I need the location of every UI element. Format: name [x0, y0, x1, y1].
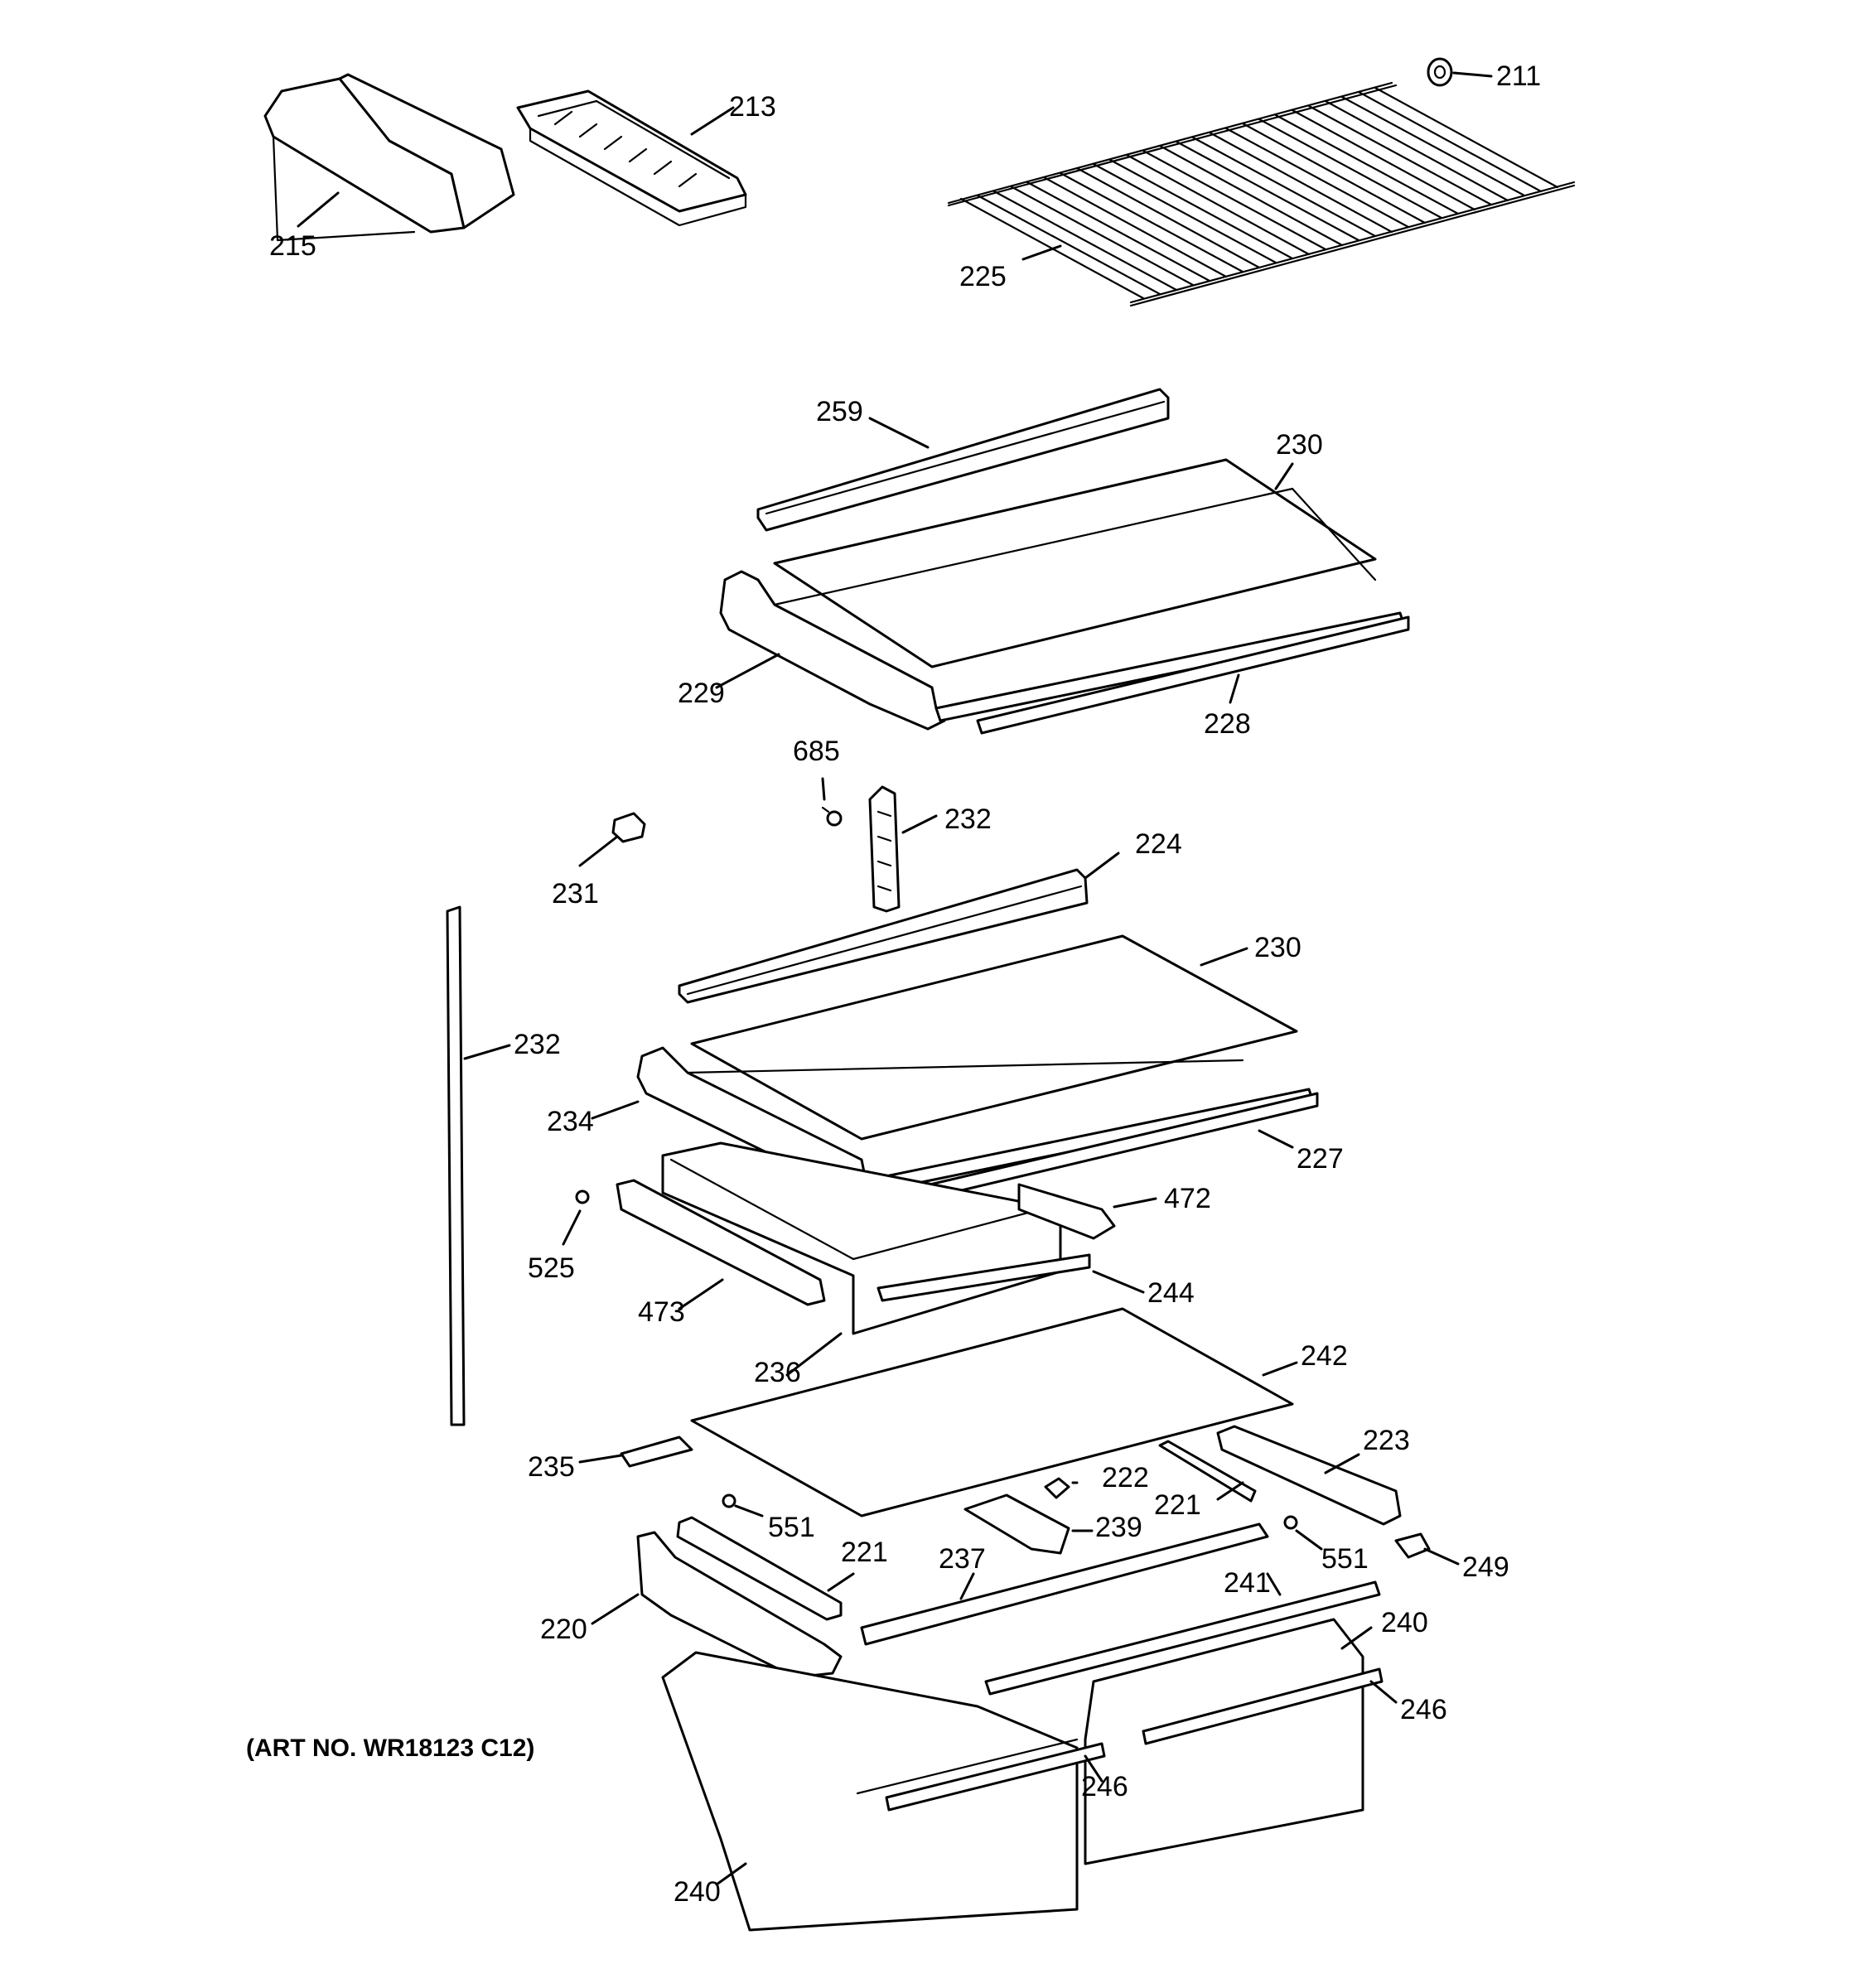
- label-230-upper: 230: [1276, 429, 1323, 461]
- label-246-right: 246: [1400, 1694, 1447, 1725]
- part-221-bracket-right: [1158, 1440, 1257, 1503]
- part-213-ice-tray: [516, 89, 747, 227]
- label-215: 215: [269, 230, 316, 262]
- label-240-right: 240: [1381, 1607, 1428, 1638]
- part-551-screw-left: [722, 1493, 736, 1508]
- label-551-left: 551: [768, 1512, 815, 1543]
- label-232-long: 232: [514, 1029, 561, 1060]
- label-525: 525: [528, 1252, 575, 1284]
- part-551-screw-right: [1283, 1515, 1298, 1530]
- part-230-glass-middle: [690, 934, 1298, 1141]
- part-246-handle-right: [1142, 1667, 1384, 1745]
- part-249-bracket: [1394, 1532, 1431, 1559]
- part-246-handle-left: [885, 1742, 1106, 1812]
- part-223-slide: [1216, 1425, 1402, 1526]
- label-551-right: 551: [1321, 1543, 1369, 1575]
- part-230-glass-upper: [773, 458, 1377, 668]
- part-235-bracket: [620, 1436, 693, 1468]
- part-239-cover: [963, 1493, 1070, 1555]
- part-225-wire-shelf: [947, 81, 1576, 307]
- part-241-trim: [984, 1580, 1381, 1696]
- part-259-trim: [756, 388, 1170, 532]
- label-241: 241: [1224, 1567, 1271, 1599]
- label-227: 227: [1297, 1143, 1344, 1175]
- part-472-slide: [1017, 1183, 1116, 1240]
- part-229-frame: [719, 487, 1406, 731]
- label-234: 234: [547, 1106, 594, 1137]
- part-685-screw: [821, 806, 843, 827]
- label-232-upper: 232: [944, 803, 992, 835]
- label-228: 228: [1204, 708, 1251, 740]
- label-220: 220: [540, 1614, 587, 1645]
- label-213: 213: [729, 91, 776, 123]
- label-685: 685: [793, 736, 840, 767]
- label-236: 236: [754, 1357, 801, 1388]
- part-228-trim: [976, 615, 1410, 735]
- part-232-bracket-long: [446, 905, 466, 1426]
- label-230-middle: 230: [1254, 932, 1301, 963]
- label-223: 223: [1363, 1425, 1410, 1456]
- part-224-trim: [678, 868, 1089, 1004]
- part-473-slide: [616, 1179, 826, 1306]
- label-221-right: 221: [1154, 1489, 1201, 1521]
- part-240-drawer-left: [661, 1651, 1079, 1932]
- label-229: 229: [678, 678, 725, 709]
- label-473: 473: [638, 1296, 685, 1328]
- part-242-glass-lower: [690, 1307, 1294, 1518]
- part-231-stop: [611, 812, 646, 843]
- callout-labels: 211 213 215 225 259 230 229 228 685 232 …: [269, 60, 1541, 1908]
- art-number: (ART NO. WR18123 C12): [246, 1735, 534, 1762]
- part-220-bracket: [636, 1531, 843, 1679]
- label-249: 249: [1462, 1551, 1509, 1583]
- label-231: 231: [552, 878, 599, 910]
- label-259: 259: [816, 396, 863, 427]
- label-246-left: 246: [1081, 1771, 1128, 1802]
- leader-lines: [297, 71, 1493, 1886]
- label-239: 239: [1095, 1512, 1142, 1543]
- label-221-left: 221: [841, 1537, 888, 1568]
- label-237: 237: [939, 1543, 986, 1575]
- label-472: 472: [1164, 1183, 1211, 1214]
- label-224: 224: [1135, 828, 1182, 860]
- part-215-bin: [263, 73, 515, 242]
- label-235: 235: [528, 1451, 575, 1483]
- part-232-bracket-upper: [868, 785, 901, 913]
- label-222: 222: [1102, 1462, 1149, 1493]
- part-221-bracket-left: [676, 1516, 843, 1621]
- label-244: 244: [1147, 1277, 1195, 1309]
- part-244-trim: [876, 1253, 1091, 1302]
- part-222-roller: [1044, 1477, 1070, 1499]
- part-525-screw: [575, 1189, 590, 1204]
- part-211-clip: [1427, 57, 1453, 87]
- part-240-drawer-right: [1084, 1618, 1364, 1865]
- label-242: 242: [1301, 1340, 1348, 1372]
- label-225: 225: [959, 261, 1007, 292]
- part-237-cover: [860, 1522, 1269, 1646]
- label-240-left: 240: [674, 1876, 721, 1908]
- label-211: 211: [1496, 60, 1541, 92]
